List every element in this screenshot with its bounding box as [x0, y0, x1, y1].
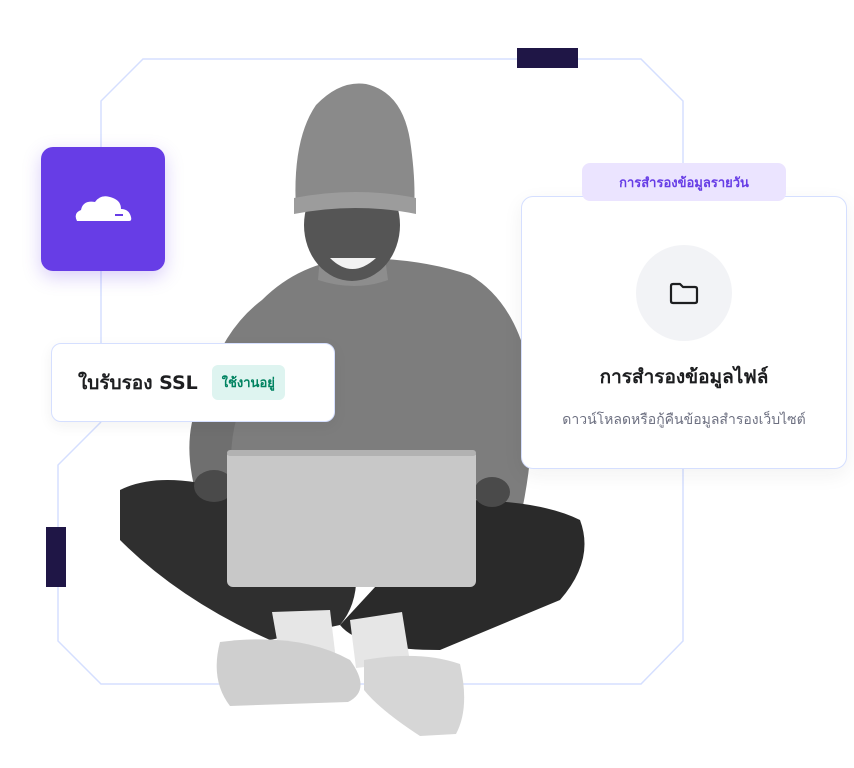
file-backup-title: การสำรองข้อมูลไฟล์	[599, 366, 769, 388]
laptop-lid-shape	[227, 450, 476, 587]
ssl-status-badge: ใช้งานอยู่	[211, 365, 285, 400]
left-hand-shape	[194, 470, 234, 502]
frame-bottom-outline	[57, 421, 684, 685]
frame-top-outline	[100, 58, 684, 345]
beanie-cuff-shape	[294, 192, 416, 214]
beanie-shape	[295, 83, 415, 210]
smile-shape	[330, 258, 376, 269]
laptop-edge-shape	[227, 450, 476, 456]
ssl-certificate-card: ใบรับรอง SSL ใช้งานอยู่	[51, 343, 335, 422]
left-shoe-shape	[216, 639, 361, 706]
ssl-certificate-title: ใบรับรอง SSL	[78, 371, 198, 394]
right-sock-shape	[350, 612, 410, 668]
right-hand-shape	[474, 477, 510, 507]
file-backup-card: การสำรองข้อมูลไฟล์ ดาวน์โหลดหรือกู้คืนข้…	[521, 196, 847, 469]
right-shoe-shape	[364, 655, 465, 736]
file-backup-description: ดาวน์โหลดหรือกู้คืนข้อมูลสำรองเว็บไซต์	[562, 412, 806, 428]
cloudflare-tile	[41, 147, 165, 271]
accent-bar-top	[517, 48, 578, 68]
folder-icon	[669, 282, 699, 305]
folder-icon-circle	[636, 245, 732, 341]
cloud-icon	[75, 196, 132, 221]
daily-backup-pill: การสำรองข้อมูลรายวัน	[582, 163, 786, 201]
accent-bar-left	[46, 527, 66, 587]
